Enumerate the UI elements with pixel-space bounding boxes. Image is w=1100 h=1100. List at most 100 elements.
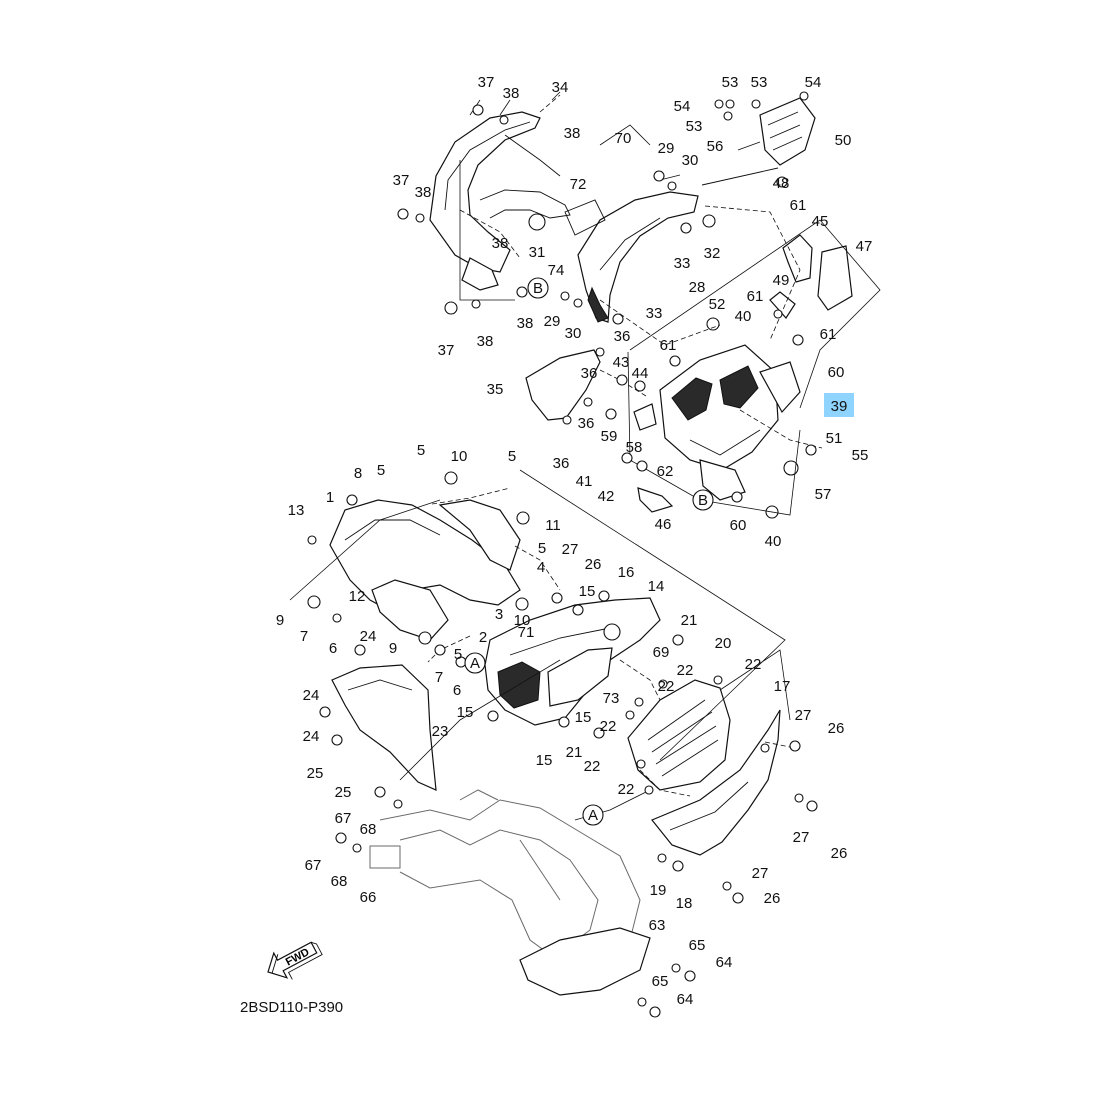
callout-number: 42 [598, 488, 615, 505]
diagram-code: 2BSD110-P390 [240, 999, 343, 1016]
callout-number: 22 [677, 662, 694, 679]
callout-number: 69 [653, 644, 670, 661]
callout-number: 36 [581, 365, 598, 382]
callout-number: 61 [747, 288, 764, 305]
group-boundaries [289, 91, 881, 821]
upper-right-bracket-assembly [525, 97, 853, 519]
callout-number: 56 [707, 138, 724, 155]
callout-number: 12 [349, 588, 366, 605]
callout-number: 5 [508, 448, 516, 465]
callout-number: 5 [454, 646, 462, 663]
callout-number: 37 [393, 172, 410, 189]
callout-number: 55 [852, 447, 869, 464]
callout-number: 37 [438, 342, 455, 359]
middle-cowl-assembly [307, 471, 661, 726]
callout-number: 30 [565, 325, 582, 342]
callout-number: 15 [457, 704, 474, 721]
callout-number: 36 [553, 455, 570, 472]
callout-number: 16 [618, 564, 635, 581]
ref-marker-label: B [698, 492, 708, 509]
callout-number: 38 [415, 184, 432, 201]
callout-number: 70 [615, 130, 632, 147]
callout-number: 25 [335, 784, 352, 801]
callout-number: 1 [326, 489, 334, 506]
callout-number: 9 [389, 640, 397, 657]
callout-number: 46 [655, 516, 672, 533]
callout-number: 53 [686, 118, 703, 135]
callout-number: 18 [676, 895, 693, 912]
callout-number: 36 [614, 328, 631, 345]
callout-number: 5 [417, 442, 425, 459]
callout-number: 8 [354, 465, 362, 482]
callout-number: 6 [329, 640, 337, 657]
callout-number: 5 [377, 462, 385, 479]
callout-number: 29 [544, 313, 561, 330]
callout-number: 10 [514, 612, 531, 629]
ref-marker-label: B [533, 280, 543, 297]
frame-reference [369, 789, 651, 996]
ref-marker-a-lower: A [582, 804, 604, 826]
fasteners [307, 91, 818, 1018]
callout-number: 24 [303, 728, 320, 745]
ref-marker-b-upper: B [527, 277, 549, 299]
upper-cowl-assembly [429, 111, 716, 323]
callout-number: 9 [276, 612, 284, 629]
callout-number: 38 [564, 125, 581, 142]
callout-number: 21 [566, 744, 583, 761]
callout-number: 15 [536, 752, 553, 769]
callout-number: 6 [453, 682, 461, 699]
callout-number: 13 [288, 502, 305, 519]
callout-number: 24 [303, 687, 320, 704]
callout-number: 59 [601, 428, 618, 445]
callout-number: 2 [479, 629, 487, 646]
callout-number: 65 [652, 973, 669, 990]
callout-number: 33 [674, 255, 691, 272]
callout-number: 38 [492, 235, 509, 252]
callout-number: 26 [585, 556, 602, 573]
lower-side-panel [319, 664, 437, 791]
callout-number: 54 [805, 74, 822, 91]
callout-number: 27 [793, 829, 810, 846]
callout-number: 51 [826, 430, 843, 447]
callout-number: 48 [773, 175, 790, 192]
callout-number: 32 [704, 245, 721, 262]
callout-number: 28 [689, 279, 706, 296]
callout-number: 22 [658, 678, 675, 695]
callout-number: 71 [518, 624, 535, 641]
callout-number: 26 [764, 890, 781, 907]
ref-marker-label: A [470, 655, 480, 672]
callout-number: 31 [529, 244, 546, 261]
callout-number: 27 [752, 865, 769, 882]
fwd-label: FWD [284, 946, 312, 968]
callout-number: 20 [715, 635, 732, 652]
ref-marker-label: A [588, 807, 598, 824]
callout-number: 50 [835, 132, 852, 149]
callout-number: 3 [495, 606, 503, 623]
callout-number: 26 [831, 845, 848, 862]
callout-number: 67 [335, 810, 352, 827]
callout-number: 58 [626, 439, 643, 456]
callout-number: 7 [435, 669, 443, 686]
ref-marker-a-upper: A [464, 652, 486, 674]
callout-number: 52 [709, 296, 726, 313]
callout-number: 23 [432, 723, 449, 740]
callout-number: 64 [716, 954, 733, 971]
callout-number: 19 [650, 882, 667, 899]
callout-number: 11 [545, 517, 561, 534]
callout-number: 10 [451, 448, 468, 465]
callout-number: 68 [331, 873, 348, 890]
callout-number: 40 [735, 308, 752, 325]
callout-number: 47 [856, 238, 873, 255]
callout-number: 74 [548, 262, 565, 279]
callout-number: 49 [773, 272, 790, 289]
callout-number: 73 [603, 690, 620, 707]
callout-number: 67 [305, 857, 322, 874]
callout-number: 60 [828, 364, 845, 381]
callout-number: 64 [677, 991, 694, 1008]
callout-number: 27 [562, 541, 579, 558]
callout-number: 72 [570, 176, 587, 193]
callout-number: 22 [584, 758, 601, 775]
callout-number: 22 [600, 718, 617, 735]
